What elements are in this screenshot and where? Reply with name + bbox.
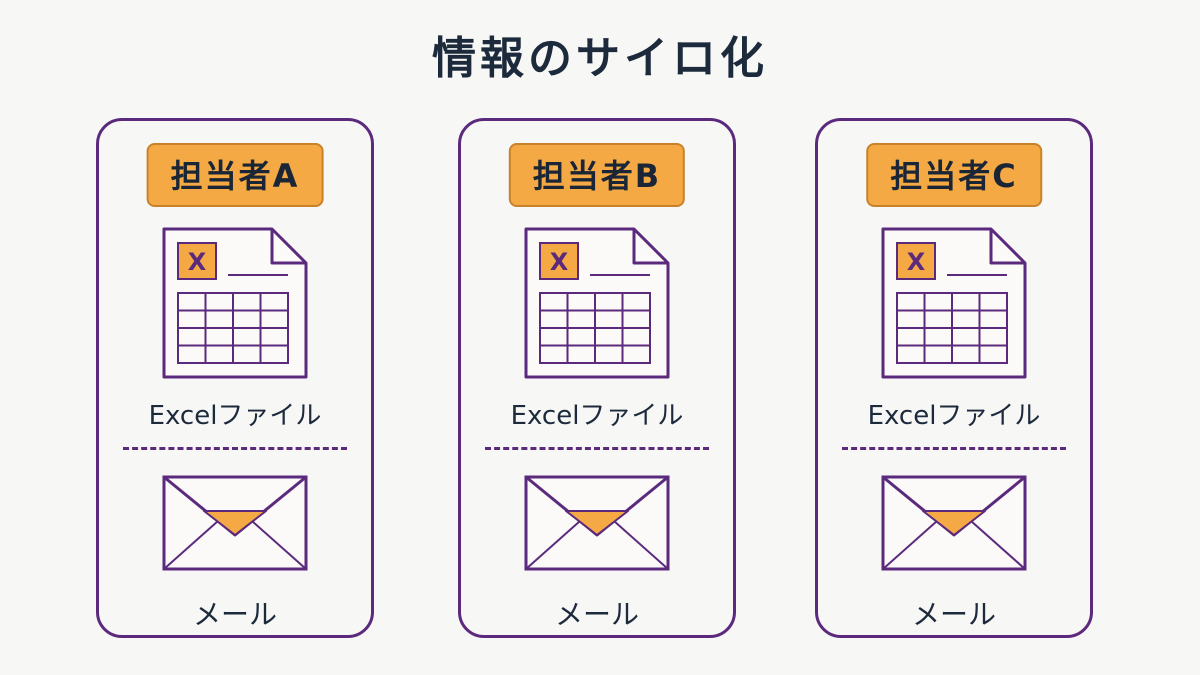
excel-file-icon: X (524, 227, 670, 379)
excel-x-mark: X (907, 248, 926, 276)
excel-file-icon: X (162, 227, 308, 379)
envelope-icon (524, 475, 670, 571)
excel-x-mark: X (188, 248, 207, 276)
file-label: Excelファイル (510, 401, 684, 431)
person-panel-c: 担当者C X Excelファイル メール (815, 118, 1093, 638)
divider (842, 447, 1066, 450)
person-badge: 担当者C (866, 143, 1042, 207)
file-label: Excelファイル (867, 401, 1041, 431)
person-badge: 担当者B (508, 143, 686, 207)
person-panel-a: 担当者A X Excelファイル メール (96, 118, 374, 638)
excel-file-icon: X (881, 227, 1027, 379)
diagram-title: 情報のサイロ化 (432, 33, 768, 84)
divider (123, 447, 347, 450)
divider (485, 447, 709, 450)
envelope-icon (162, 475, 308, 571)
mail-label: メール (911, 598, 996, 631)
excel-x-mark: X (550, 248, 569, 276)
person-panel-b: 担当者B X Excelファイル メール (458, 118, 736, 638)
mail-label: メール (192, 598, 277, 631)
person-badge: 担当者A (146, 143, 324, 207)
envelope-icon (881, 475, 1027, 571)
mail-label: メール (554, 598, 639, 631)
file-label: Excelファイル (148, 401, 322, 431)
